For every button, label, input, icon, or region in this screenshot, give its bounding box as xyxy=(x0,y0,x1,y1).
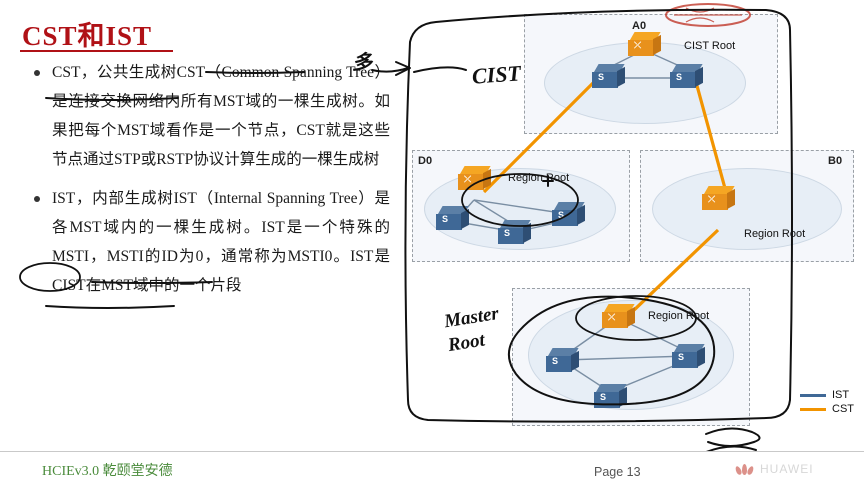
footer-page-number: Page 13 xyxy=(594,465,641,479)
annotation-multi: 多 xyxy=(352,52,372,74)
node-label-region-root-d0: Region Root xyxy=(508,172,570,184)
huawei-logo: HUAWEI xyxy=(734,460,846,478)
legend-label-cst: CST xyxy=(832,403,854,415)
huawei-wordmark: HUAWEI xyxy=(760,462,814,476)
switch-a0-left: S xyxy=(592,64,626,90)
red-stamp xyxy=(665,3,751,27)
footer-author: HCIEv3.0 乾颐堂安德 xyxy=(42,464,173,479)
node-label-region-root-c0: Region Root xyxy=(648,310,710,322)
page-title: CST和IST xyxy=(22,21,153,51)
switch-cist-root: ⤫ xyxy=(628,32,662,58)
switch-d0-c: S xyxy=(552,202,586,228)
node-label-cist-root: CIST Root xyxy=(684,40,736,52)
footer xyxy=(0,451,864,486)
switch-c0-a: S xyxy=(546,348,580,374)
bullet-list: CST，公共生成树CST（Common Spanning Tree）是连接交换网… xyxy=(30,58,390,310)
legend-swatch-cst xyxy=(800,407,826,411)
node-label-region-root-b0: Region Root xyxy=(744,228,806,240)
huawei-petals-icon xyxy=(734,463,756,476)
legend-swatch-ist xyxy=(800,393,826,397)
switch-d0-a: S xyxy=(436,206,470,232)
annotation-master-root: Master Root xyxy=(442,302,501,357)
bullet-item: CST，公共生成树CST（Common Spanning Tree）是连接交换网… xyxy=(30,58,390,174)
annotation-cist: CIST xyxy=(471,60,522,89)
switch-c0-region-root: ⤫ xyxy=(602,304,636,330)
switch-c0-b: S xyxy=(672,344,706,370)
legend-item-cst: CST xyxy=(800,402,854,416)
network-diagram: A0 D0 B0 xyxy=(396,0,864,452)
switch-d0-b: S xyxy=(498,220,532,246)
diagram-legend: IST CST xyxy=(800,388,854,416)
legend-label-ist: IST xyxy=(832,389,850,401)
switch-a0-right: S xyxy=(670,64,704,90)
legend-item-ist: IST xyxy=(800,388,854,402)
region-label-b0: B0 xyxy=(828,155,843,167)
switch-d0-region-root: ⤫ xyxy=(458,166,492,192)
switch-b0-region-root: ⤫ xyxy=(702,186,736,212)
title-underline xyxy=(20,50,173,52)
switch-c0-c: S xyxy=(594,384,628,410)
bullet-item: IST，内部生成树IST（Internal Spanning Tree）是各MS… xyxy=(30,184,390,300)
